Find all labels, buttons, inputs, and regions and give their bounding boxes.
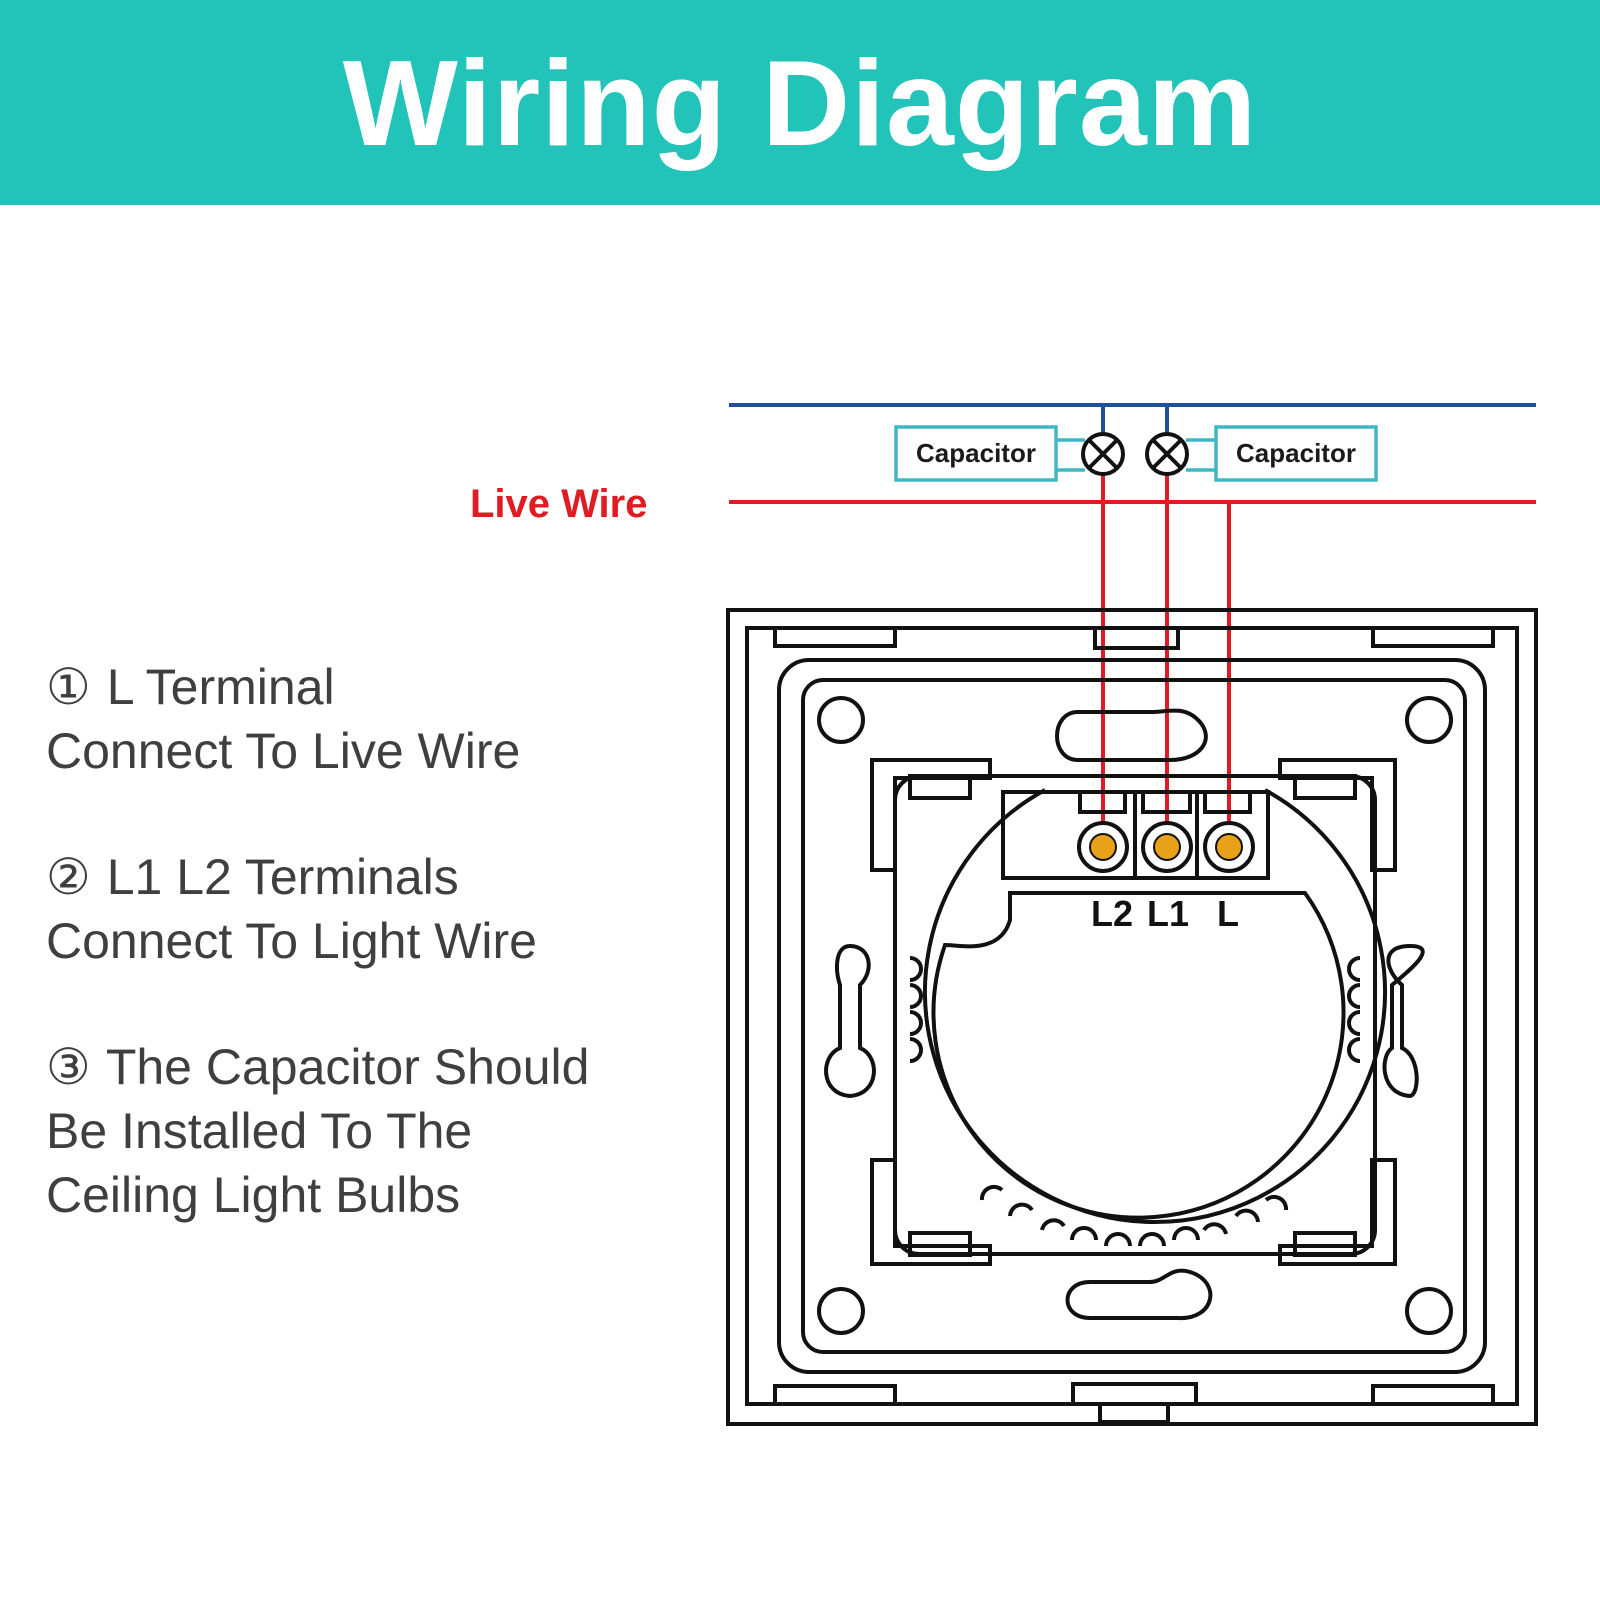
title-banner: Wiring Diagram [0,0,1600,205]
note-2-line1: L1 L2 Terminals [106,849,459,905]
note-3-line1: The Capacitor Should [105,1039,590,1095]
neutral-wire [729,403,1536,433]
lamp-2-icon [1145,432,1189,476]
terminal-screw-l2 [1077,821,1129,873]
note-2-number: ② [46,849,91,905]
page-title: Wiring Diagram [342,34,1258,171]
live-wire [729,474,1536,838]
note-1-number: ① [46,659,91,715]
capacitor-left-label: Capacitor [916,438,1036,468]
note-3-number: ③ [46,1039,91,1095]
terminal-label-l: L [1217,893,1239,934]
instruction-notes: ① L Terminal Connect To Live Wire ② L1 L… [46,655,686,1289]
switch-plate [726,608,1538,1426]
note-2: ② L1 L2 Terminals Connect To Light Wire [46,845,686,973]
terminal-label-l1: L1 [1147,893,1189,934]
terminal-screw-l1 [1141,821,1193,873]
capacitor-left: Capacitor [894,425,1085,482]
live-wire-label: Live Wire [470,482,648,526]
note-1-line2: Connect To Live Wire [46,723,521,779]
terminal-screw-l [1203,821,1255,873]
terminal-label-l2: L2 [1091,893,1133,934]
note-3-line3: Ceiling Light Bulbs [46,1167,461,1223]
note-3-line2: Be Installed To The [46,1103,473,1159]
lamp-1-icon [1081,432,1125,476]
note-3: ③ The Capacitor Should Be Installed To T… [46,1035,686,1227]
note-2-line2: Connect To Light Wire [46,913,537,969]
note-1-line1: L Terminal [106,659,335,715]
note-1: ① L Terminal Connect To Live Wire [46,655,686,783]
capacitor-right-label: Capacitor [1236,438,1356,468]
capacitor-right: Capacitor [1186,425,1378,482]
